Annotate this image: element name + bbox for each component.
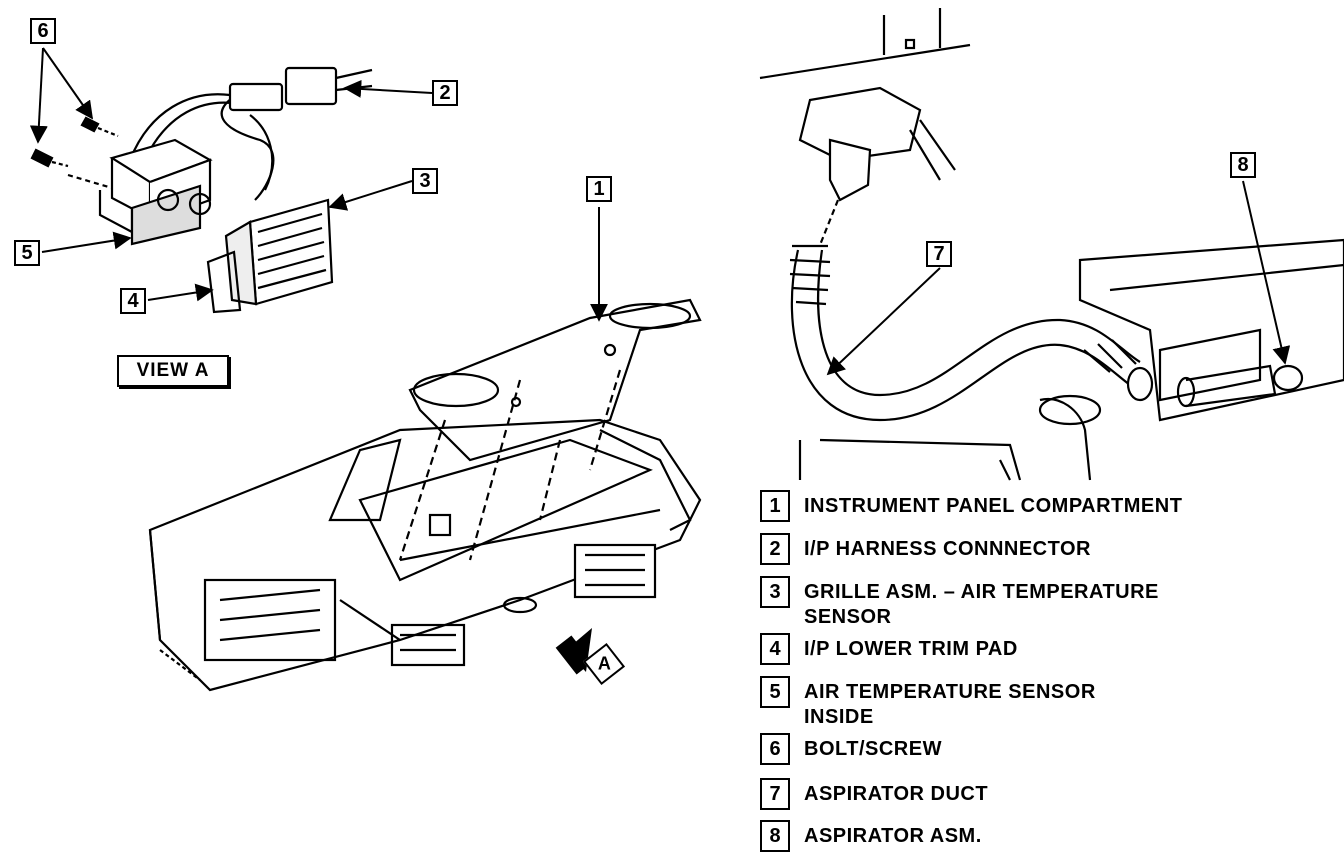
legend-text: BOLT/SCREW — [804, 738, 942, 760]
legend-number: 3 — [760, 576, 790, 608]
view-a-sensor-assembly — [30, 66, 373, 314]
aspirator-drawing — [759, 8, 1344, 481]
legend-item: 2 I/P HARNESS CONNNECTOR — [760, 533, 1224, 565]
legend-item: 8 ASPIRATOR ASM. — [760, 820, 1224, 852]
callout-3: 3 — [412, 168, 438, 194]
leader-lines — [29, 47, 1291, 376]
instrument-panel-drawing — [148, 298, 702, 692]
callout-7: 7 — [926, 241, 952, 267]
legend-text: AIR TEMPERATURE SENSOR INSIDE — [804, 681, 1096, 728]
legend-text: ASPIRATOR DUCT — [804, 783, 989, 805]
legend-item: 5 AIR TEMPERATURE SENSOR INSIDE — [760, 676, 1134, 730]
legend-number: 1 — [760, 490, 790, 522]
callout-6: 6 — [30, 18, 56, 44]
legend-text: INSTRUMENT PANEL COMPARTMENT — [804, 495, 1183, 517]
legend-text: GRILLE ASM. – AIR TEMPERATURE SENSOR — [804, 581, 1159, 628]
legend-number: 8 — [760, 820, 790, 852]
legend-number: 6 — [760, 733, 790, 765]
view-a-label: VIEW A — [117, 355, 229, 387]
callout-8: 8 — [1230, 152, 1256, 178]
callout-5: 5 — [14, 240, 40, 266]
legend-number: 4 — [760, 633, 790, 665]
legend-item: 4 I/P LOWER TRIM PAD — [760, 633, 1224, 665]
legend-text: I/P HARNESS CONNNECTOR — [804, 538, 1091, 560]
legend-text: ASPIRATOR ASM. — [804, 825, 982, 847]
legend-number: 5 — [760, 676, 790, 708]
legend-text: I/P LOWER TRIM PAD — [804, 638, 1018, 660]
legend-item: 6 BOLT/SCREW — [760, 733, 1224, 765]
legend-item: 1 INSTRUMENT PANEL COMPARTMENT — [760, 490, 1224, 522]
legend-item: 3 GRILLE ASM. – AIR TEMPERATURE SENSOR — [760, 576, 1204, 630]
legend-number: 7 — [760, 778, 790, 810]
legend-number: 2 — [760, 533, 790, 565]
callout-1: 1 — [586, 176, 612, 202]
callout-2: 2 — [432, 80, 458, 106]
callout-4: 4 — [120, 288, 146, 314]
legend-item: 7 ASPIRATOR DUCT — [760, 778, 1224, 810]
